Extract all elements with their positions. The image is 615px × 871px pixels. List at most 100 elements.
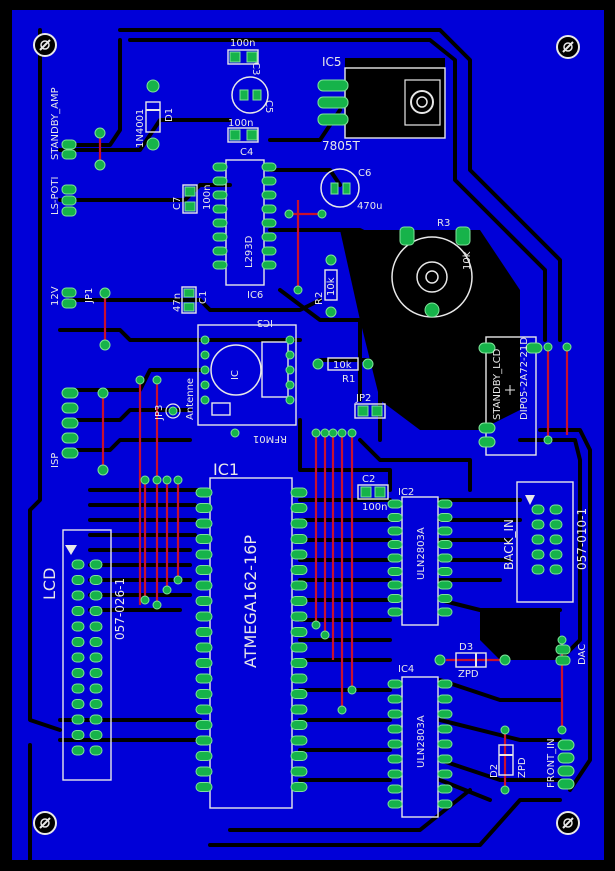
pin-pad	[437, 513, 453, 522]
r3-value: 10k	[462, 251, 473, 270]
pin-pad	[290, 642, 308, 653]
pin-pad	[290, 503, 308, 513]
ic2-value: ULN2803A	[416, 527, 427, 580]
pin-pad	[549, 564, 563, 575]
pin-pad	[437, 679, 453, 689]
c2-name: C2	[362, 474, 375, 485]
ic4-name: IC4	[398, 664, 414, 675]
pin-pad	[437, 540, 453, 549]
jp2-label: JP2	[355, 393, 371, 404]
pin-pad	[195, 487, 213, 498]
c6-value: 470u	[357, 201, 382, 212]
capacitor-c5: C5	[231, 76, 274, 114]
pin-pad	[437, 724, 453, 734]
pin-pad	[437, 607, 453, 617]
mounting-hole	[556, 811, 580, 835]
c1-value: 47n	[172, 293, 183, 312]
pin-pad	[71, 745, 85, 756]
pin-pad	[290, 487, 308, 498]
driver-ic2: IC2 ULN2803A	[387, 487, 453, 626]
ic5-value: 7805T	[322, 139, 361, 153]
r2-name: R2	[314, 292, 325, 305]
pin-pad	[195, 503, 213, 513]
pin-pad	[437, 694, 453, 704]
pin-pad	[549, 504, 563, 515]
pin-pad	[290, 534, 308, 544]
pin-pad	[195, 534, 213, 544]
pin-pad	[89, 575, 103, 585]
l293d-label: L293D	[244, 235, 255, 268]
pin-pad	[437, 526, 453, 536]
pin-pad	[387, 679, 403, 689]
c4-value: 100n	[228, 118, 253, 129]
pin-pad	[195, 611, 213, 622]
dip-switch-standby-lcd: STANDBY_LCD DIP05-2A72-21D	[478, 336, 543, 456]
pin-pad	[290, 751, 308, 761]
diode-d1: 1N4001 D1	[135, 79, 175, 151]
pin-pad	[71, 668, 85, 678]
c7-value: 100n	[202, 185, 213, 210]
r3-name: R3	[437, 218, 450, 229]
capacitor-c2: C2 100n	[357, 474, 389, 513]
radio-module-ic3: IC3 RFM01 IC Antenne	[185, 317, 297, 444]
pin-pad	[549, 534, 563, 545]
pin-pad	[290, 766, 308, 777]
pin-pad	[531, 549, 545, 560]
connector-ls-poti: LS-POTI	[50, 177, 77, 217]
pin-pad	[387, 607, 403, 617]
pin-pad	[549, 549, 563, 560]
diode-d3: D3 ZPD	[434, 642, 511, 680]
pin-pad	[290, 689, 308, 699]
c2-value: 100n	[362, 502, 387, 513]
c5-name: C5	[263, 100, 274, 113]
pin-pad	[89, 730, 103, 740]
pin-pad	[71, 621, 85, 632]
pin-pad	[71, 637, 85, 647]
pin-pad	[437, 784, 453, 794]
pin-pad	[71, 606, 85, 616]
r2-value: 10k	[326, 277, 337, 296]
pin-pad	[290, 518, 308, 529]
pin-pad	[71, 714, 85, 725]
pin-pad	[195, 565, 213, 575]
isp-label: ISP	[50, 453, 61, 468]
pin-pad	[71, 652, 85, 663]
resistor-r1: 10k R1	[312, 357, 374, 385]
pin-pad	[195, 720, 213, 730]
driver-ic4: IC4 ULN2803A	[387, 664, 453, 818]
pin-pad	[89, 606, 103, 616]
microcontroller-ic1: IC1 ATMEGA162-16P	[195, 460, 308, 809]
antenne-label: Antenne	[185, 378, 196, 420]
pin-pad	[195, 782, 213, 792]
pin-pad	[290, 627, 308, 637]
pin-pad	[437, 553, 453, 563]
ic5-name: IC5	[322, 55, 342, 69]
pin-pad	[387, 499, 403, 509]
ic6-l293d: L293D IC6	[212, 159, 277, 301]
pin-pad	[89, 590, 103, 601]
jp3-label: JP3	[154, 405, 165, 421]
ic3-name: IC3	[257, 317, 273, 328]
capacitor-c7: C7 100n	[172, 184, 213, 214]
pin-pad	[387, 594, 403, 603]
pin-pad	[290, 735, 308, 746]
mounting-hole	[556, 35, 580, 59]
pin-pad	[89, 637, 103, 647]
connector-front-in: FRONT_IN	[546, 738, 575, 790]
pin-pad	[437, 567, 453, 576]
pin-pad	[195, 518, 213, 529]
lcd-conn-label: 057-026-1	[113, 578, 127, 640]
pin-pad	[290, 720, 308, 730]
pin-pad	[387, 567, 403, 576]
pin-pad	[387, 769, 403, 779]
dip-switch-label: DIP05-2A72-21D	[519, 337, 530, 420]
pin-pad	[195, 673, 213, 684]
back-in-label: BACK_IN	[502, 519, 516, 570]
capacitor-c1: 47n C1	[172, 286, 209, 314]
pin-pad	[71, 590, 85, 601]
pin-pad	[437, 754, 453, 764]
pin-pad	[89, 559, 103, 570]
potentiometer-r3: R3 10k	[391, 218, 473, 318]
pin-pad	[437, 709, 453, 719]
